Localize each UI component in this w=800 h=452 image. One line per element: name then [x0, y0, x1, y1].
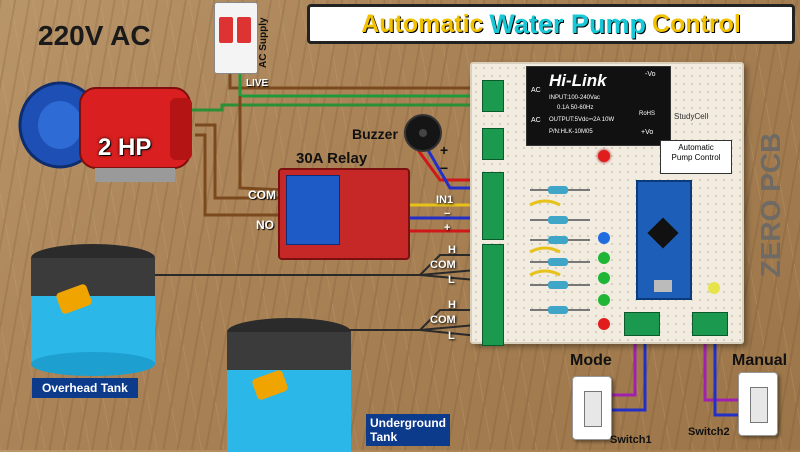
switch2-label: Switch2	[688, 426, 730, 438]
wire-relay-live	[238, 96, 286, 192]
wire-switch2-a	[703, 330, 745, 402]
psu-rohs: RoHS	[639, 111, 656, 117]
wire-pump-no	[195, 133, 285, 217]
overhead-tank	[31, 244, 155, 376]
relay-title: 30A Relay	[296, 150, 368, 167]
title-part3: Control	[651, 9, 741, 38]
buzzer	[404, 114, 442, 152]
psu-vo-plus: +Vo	[641, 129, 654, 136]
title-part1: Automatic	[361, 9, 484, 38]
psu-line2: 0.1A 50-60Hz	[557, 105, 594, 111]
pin-gnd: −	[444, 208, 451, 220]
wire-neutral	[238, 72, 498, 98]
led-yellow	[708, 282, 720, 294]
arduino-nano	[636, 180, 692, 300]
buzzer-plus: +	[440, 142, 449, 158]
studycell-text: StudyCell	[674, 112, 709, 121]
wire-pump-1	[190, 103, 498, 112]
led-green-3	[598, 294, 610, 306]
relay-com-label: COM	[248, 188, 276, 202]
psu-line3: OUTPUT:5Vdc⎓2A 10W	[549, 117, 615, 123]
psu-line4: P/N:HLK-10M05	[549, 129, 593, 135]
switch1-label: Switch1	[610, 434, 652, 446]
mode-switch[interactable]	[572, 376, 612, 440]
resistor-array	[529, 186, 590, 314]
mode-label: Mode	[570, 352, 612, 369]
terminal-sensors	[482, 244, 504, 346]
psu-brand: Hi-Link	[549, 71, 607, 90]
led-green-2	[598, 272, 610, 284]
supply-label: 220V AC	[38, 20, 151, 51]
manual-label: Manual	[732, 352, 788, 369]
terminal-switch2	[692, 312, 728, 336]
buzzer-label: Buzzer	[352, 126, 398, 142]
relay-coil	[286, 175, 340, 245]
hilink-power-module: Hi-Link INPUT:100-240Vac 0.1A 50-60Hz OU…	[526, 66, 671, 146]
pin-vcc: +	[444, 222, 451, 234]
oh-h: H	[448, 244, 456, 256]
pin-in1: IN1	[436, 194, 454, 206]
terminal-ac	[482, 80, 504, 112]
relay-no-label: NO	[256, 218, 274, 232]
pcb-title-label: Automatic Pump Control	[660, 140, 732, 174]
led-red-bottom	[598, 318, 610, 330]
terminal-buzzer	[482, 128, 504, 160]
led-blue	[598, 232, 610, 244]
buzzer-minus: −	[440, 160, 449, 176]
live-label: LIVE	[246, 78, 269, 89]
psu-ac2: AC	[531, 117, 541, 124]
led-red-top	[598, 150, 610, 162]
wire-switch2-b	[713, 330, 745, 417]
ug-l: L	[448, 330, 455, 342]
wire-live	[228, 72, 498, 90]
pcb-label-line1: Automatic	[678, 143, 714, 152]
manual-switch[interactable]	[738, 372, 778, 436]
zero-pcb-label: ZERO PCB	[755, 133, 786, 278]
oh-com: COM	[430, 259, 456, 271]
psu-line1: INPUT:100-240Vac	[549, 95, 600, 101]
wire-ug-sensor	[340, 309, 498, 331]
pcb-label-line2: Pump Control	[671, 153, 721, 162]
water-pump	[18, 81, 192, 182]
terminal-relay	[482, 172, 504, 240]
oh-l: L	[448, 274, 455, 286]
psu-vo-minus: -Vo	[645, 71, 656, 78]
psu-ac1: AC	[531, 87, 541, 94]
title-part2: Water Pump	[489, 8, 646, 39]
wire-oh-sensor	[150, 254, 498, 276]
pump-label: 2 HP	[98, 134, 152, 161]
ac-supply-mcb	[214, 2, 258, 74]
led-green-1	[598, 252, 610, 264]
mcb-label: AC Supply	[258, 17, 269, 68]
page-title: Automatic Water Pump Control	[307, 4, 795, 44]
zero-pcb-text: ZERO PCB	[755, 133, 786, 278]
underground-tank-label: Underground Tank	[366, 414, 450, 446]
ug-com: COM	[430, 314, 456, 326]
wire-pump-com	[195, 123, 285, 200]
terminal-switch1	[624, 312, 660, 336]
underground-tank	[227, 318, 351, 452]
overhead-tank-label: Overhead Tank	[32, 378, 138, 398]
ug-h: H	[448, 299, 456, 311]
